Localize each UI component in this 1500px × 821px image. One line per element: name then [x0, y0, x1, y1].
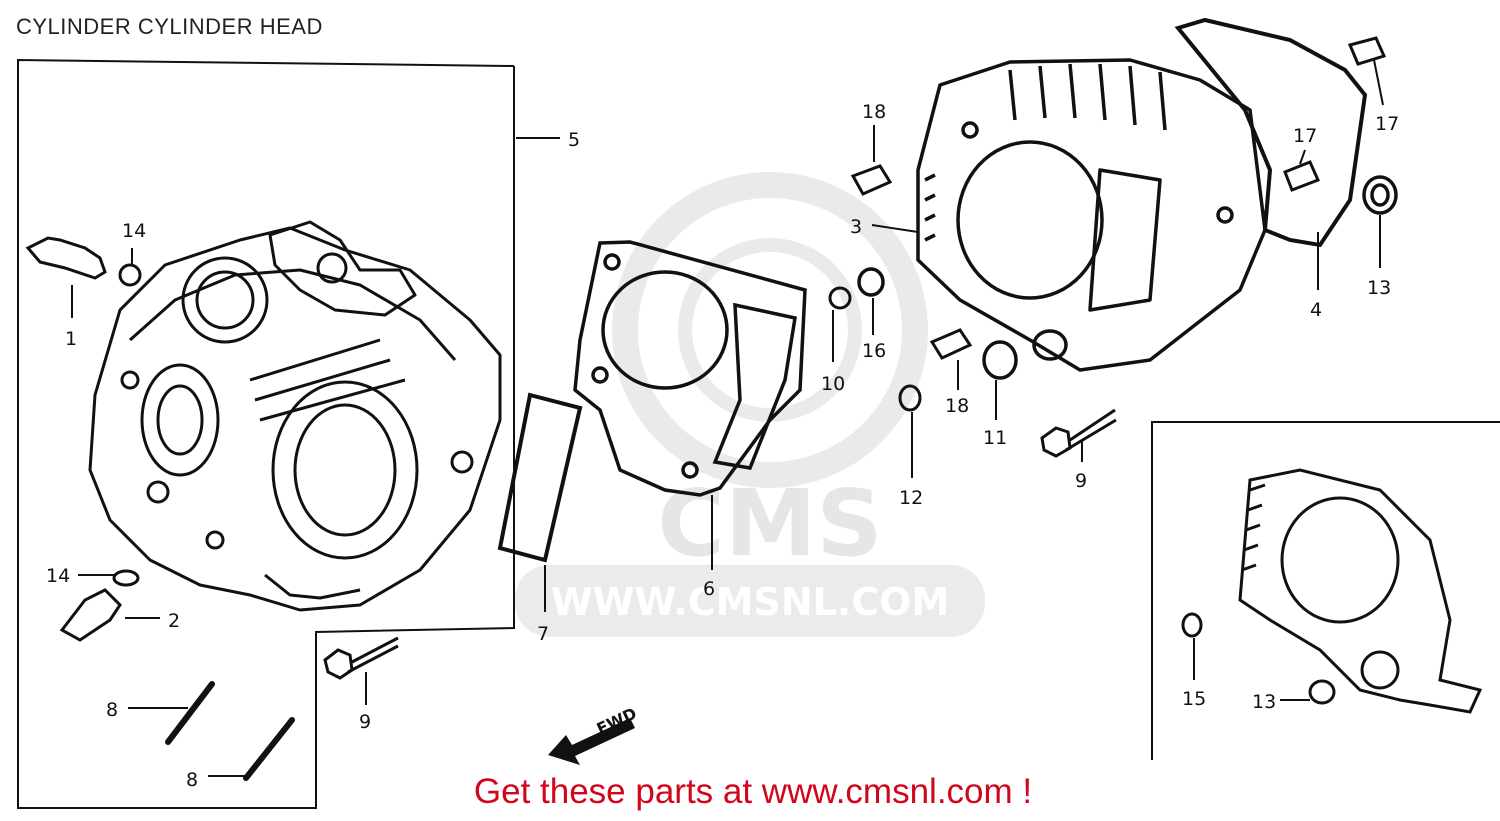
- callout-6: 6: [703, 578, 715, 600]
- callout-7: 7: [537, 623, 549, 645]
- dowel-17-upper: [1347, 36, 1387, 66]
- bolt-9-right: [1040, 408, 1117, 458]
- page-title: CYLINDER CYLINDER HEAD: [16, 14, 323, 39]
- washer-11: [898, 384, 922, 412]
- callout-13-lower: 13: [1252, 691, 1276, 713]
- cylinder-head: [88, 220, 502, 612]
- fwd-arrow: FWD: [548, 704, 640, 765]
- stud-8-lower: [243, 717, 295, 781]
- callout-18-lower: 18: [945, 395, 969, 417]
- watermark-brand: CMS: [657, 470, 882, 577]
- callout-16: 16: [862, 340, 886, 362]
- bolt-2: [59, 569, 140, 642]
- seal-13-lower: [1308, 679, 1336, 705]
- gasket-6: [573, 240, 807, 497]
- callout-11: 12: [899, 487, 923, 509]
- callout-13-upper: 13: [1367, 277, 1391, 299]
- watermark-url: WWW.CMSNL.COM: [551, 580, 950, 624]
- cylinder-head-assembly-box: [17, 58, 515, 809]
- leader-lines: [71, 59, 1384, 777]
- callout-4: 4: [1310, 299, 1322, 321]
- callout-17-lower: 17: [1293, 125, 1317, 147]
- callout-8-upper: 8: [106, 699, 118, 721]
- gasket-4: [1174, 17, 1368, 248]
- callout-1: 1: [65, 328, 77, 350]
- callout-3: 3: [850, 216, 862, 238]
- dowel-18-upper: [850, 164, 893, 196]
- callout-8-lower: 8: [186, 769, 198, 791]
- dowel-18-lower: [929, 328, 973, 360]
- callout-9-left: 9: [359, 711, 371, 733]
- dowel-17-lower: [1283, 160, 1321, 192]
- callout-17-upper: 17: [1375, 113, 1399, 135]
- callout-2: 2: [168, 610, 180, 632]
- cylinder: [916, 58, 1267, 372]
- callout-15: 15: [1182, 688, 1206, 710]
- cms-watermark: CMS WWW.CMSNL.COM: [515, 172, 985, 637]
- callout-9-right: 9: [1075, 470, 1087, 492]
- footer-text: Get these parts at www.cmsnl.com !: [473, 772, 1033, 811]
- gasket-7: [497, 392, 583, 563]
- callout-14-upper: 14: [122, 220, 146, 242]
- seal-16: [857, 267, 885, 297]
- inset-type-box: [1151, 421, 1500, 760]
- bolt-1: [25, 236, 142, 287]
- bolt-9-left: [323, 636, 399, 680]
- footer-link[interactable]: Get these parts at www.cmsnl.com !: [0, 772, 1500, 812]
- seal-13-upper: [1362, 175, 1398, 215]
- callout-14-lower: 14: [46, 565, 70, 587]
- callout-18-upper: 18: [862, 101, 886, 123]
- seal-12: [982, 340, 1018, 380]
- callout-12: 11: [983, 427, 1007, 449]
- stud-8-upper: [165, 681, 215, 745]
- inset-cylinder: [1238, 468, 1483, 714]
- nut-15: [1181, 612, 1203, 638]
- callout-labels: 5 1 14 14 2 8 8 9 7 6 3 18 4 17 17 13 10…: [46, 101, 1399, 791]
- callout-10: 10: [821, 373, 845, 395]
- callout-5: 5: [568, 129, 580, 151]
- nut-10: [828, 286, 852, 310]
